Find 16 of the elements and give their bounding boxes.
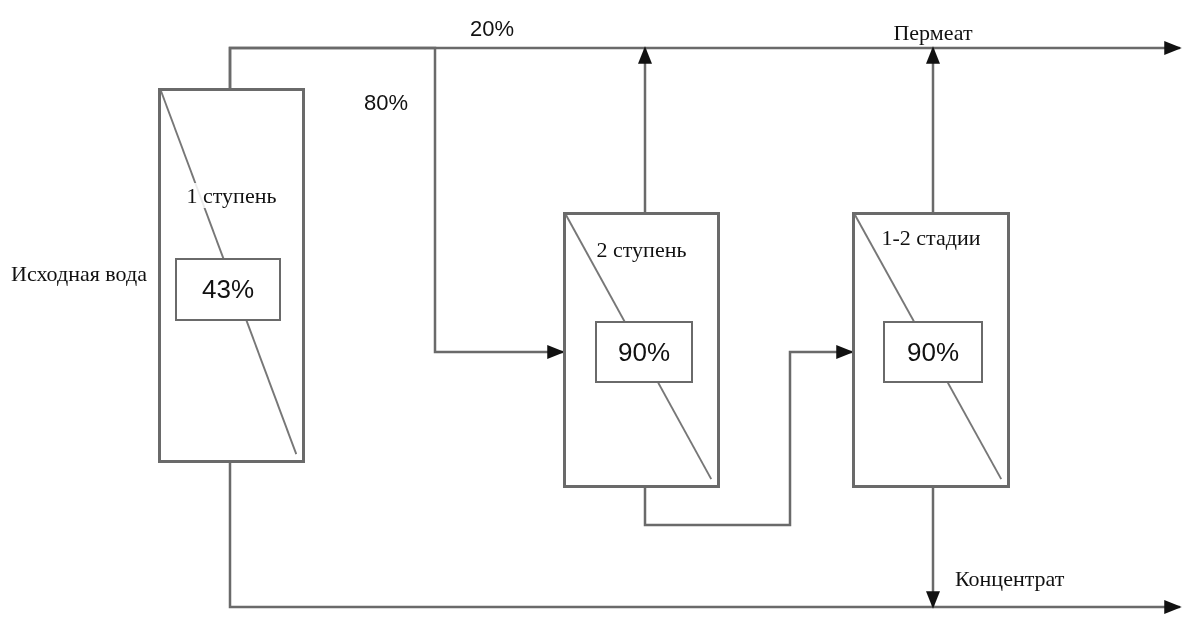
percent-box	[175, 258, 281, 321]
flow-arrow	[643, 345, 854, 527]
flow-arrow	[926, 488, 940, 609]
percent-box	[883, 321, 983, 383]
percent-label: 90%	[617, 336, 670, 368]
flow-arrow	[228, 46, 565, 359]
percent-label: 90%	[906, 336, 959, 368]
stream-label: Пермеат	[880, 19, 986, 48]
stream-label: Концентрат	[955, 566, 1065, 592]
flow-arrow	[926, 46, 940, 212]
inlet-label: Исходная вода	[10, 260, 148, 288]
percent-label: 43%	[201, 274, 254, 305]
stage-label: 1 ступень	[186, 183, 277, 208]
percent-box	[595, 321, 693, 383]
flow-arrow	[228, 463, 1182, 614]
flow-arrow	[638, 46, 652, 212]
